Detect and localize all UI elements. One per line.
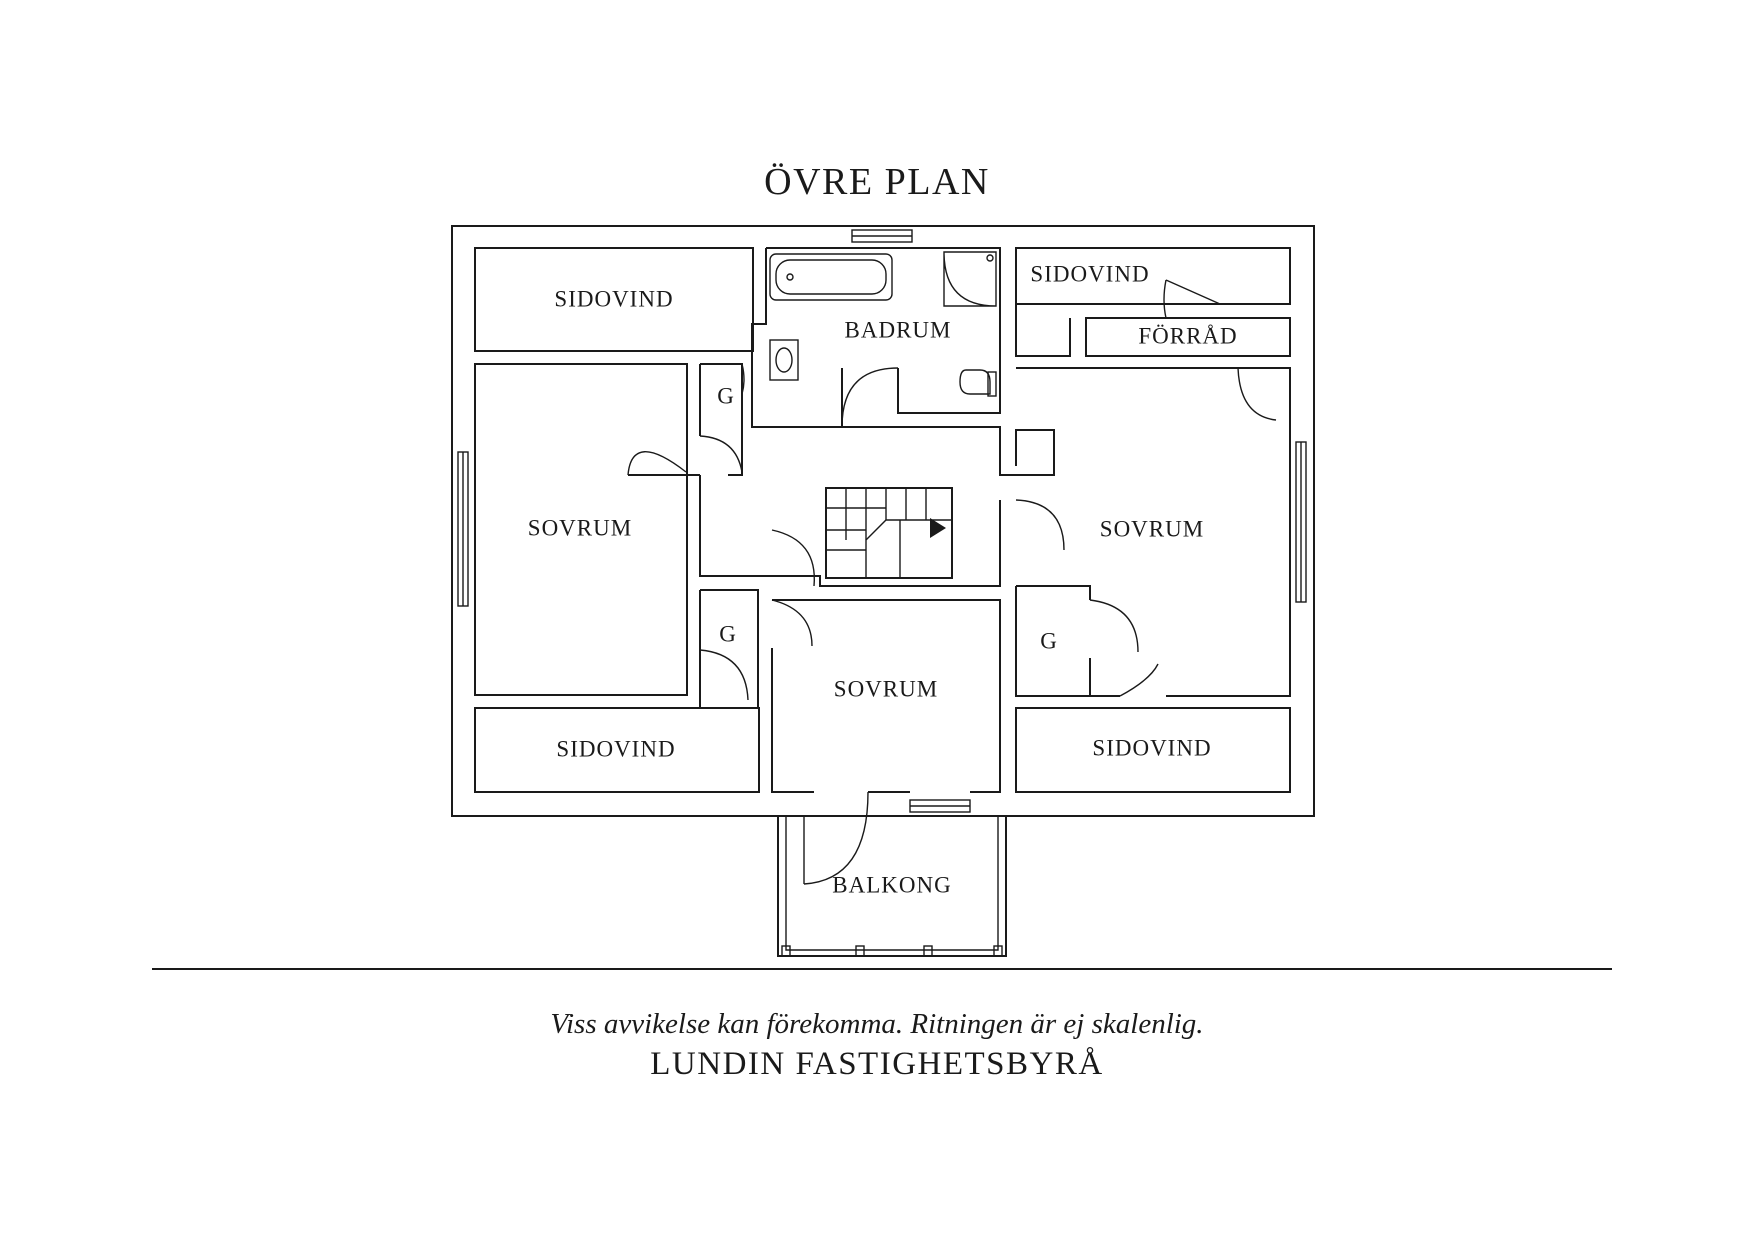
balcony	[777, 816, 1007, 957]
room-sidovind-se	[1015, 707, 1291, 793]
label-sidovind-ne: SIDOVIND	[1030, 261, 1149, 286]
door-sovrum-east-lower	[1119, 663, 1159, 697]
door-g-sw	[699, 649, 749, 701]
room-forrad	[1085, 317, 1291, 357]
room-sidovind-nw	[474, 247, 754, 352]
label-forrad: FÖRRÅD	[1138, 323, 1237, 348]
label-sovrum-south: SOVRUM	[834, 676, 938, 701]
door-sovrum-south	[771, 599, 813, 647]
window-south	[909, 799, 971, 813]
room-sidovind-sw	[474, 707, 760, 793]
stair-steps	[826, 488, 952, 578]
window-west	[457, 451, 469, 607]
shower-icon	[943, 251, 997, 307]
room-labels: SIDOVIND BADRUM SIDOVIND FÖRRÅD G SOVRUM…	[528, 261, 1237, 897]
stair-hall	[628, 426, 1055, 587]
window-east	[1295, 441, 1307, 603]
outer-walls	[451, 225, 1315, 817]
label-balkong: BALKONG	[832, 872, 951, 897]
bathtub-icon	[769, 253, 893, 301]
toilet-icon	[959, 369, 991, 395]
south-bedroom	[771, 599, 1001, 793]
door-sovrum-west	[627, 451, 687, 476]
door-hall-south	[771, 529, 815, 587]
closet-g-se	[1015, 585, 1090, 697]
room-sovrum-west	[474, 363, 688, 696]
label-sovrum-east: SOVRUM	[1100, 516, 1204, 541]
door-balkong	[803, 791, 869, 885]
bathroom-door	[841, 367, 899, 428]
company-name: LUNDIN FASTIGHETSBYRÅ	[650, 1046, 1104, 1082]
plan-title: ÖVRE PLAN	[764, 161, 990, 203]
west-wing	[474, 247, 760, 793]
room-sovrum-south	[771, 599, 1001, 793]
window-north	[851, 229, 913, 243]
label-sidovind-se: SIDOVIND	[1092, 735, 1211, 760]
room-sovrum-east	[1015, 304, 1291, 697]
door-sidovind-ne	[1163, 279, 1221, 319]
sink-icon	[769, 339, 799, 381]
hall-walls	[628, 426, 1055, 587]
windows	[457, 229, 1307, 813]
staircase	[825, 487, 953, 579]
door-g-se	[1089, 599, 1139, 653]
footer-divider	[152, 968, 1612, 970]
label-sidovind-sw: SIDOVIND	[556, 736, 675, 761]
disclaimer-text: Viss avvikelse kan förekomma. Ritningen …	[550, 1008, 1204, 1040]
door-forrad	[1237, 367, 1277, 421]
label-badrum: BADRUM	[845, 317, 952, 342]
room-sidovind-ne	[1015, 247, 1291, 305]
label-g-sw: G	[719, 621, 737, 646]
label-sidovind-nw: SIDOVIND	[554, 286, 673, 311]
door-g-nw	[699, 435, 743, 473]
east-wing	[1015, 247, 1291, 793]
bathroom	[751, 247, 1001, 428]
outer-wall-outline	[451, 225, 1315, 817]
label-sovrum-west: SOVRUM	[528, 515, 632, 540]
label-g-nw: G	[717, 383, 735, 408]
doors	[627, 279, 1277, 885]
door-sovrum-east	[1015, 499, 1065, 551]
label-g-se: G	[1040, 628, 1058, 653]
closet-g-sw	[699, 589, 759, 708]
balcony-outline	[777, 816, 1007, 957]
closet-g-nw	[699, 363, 743, 476]
stair-direction-arrow-icon	[930, 518, 946, 538]
